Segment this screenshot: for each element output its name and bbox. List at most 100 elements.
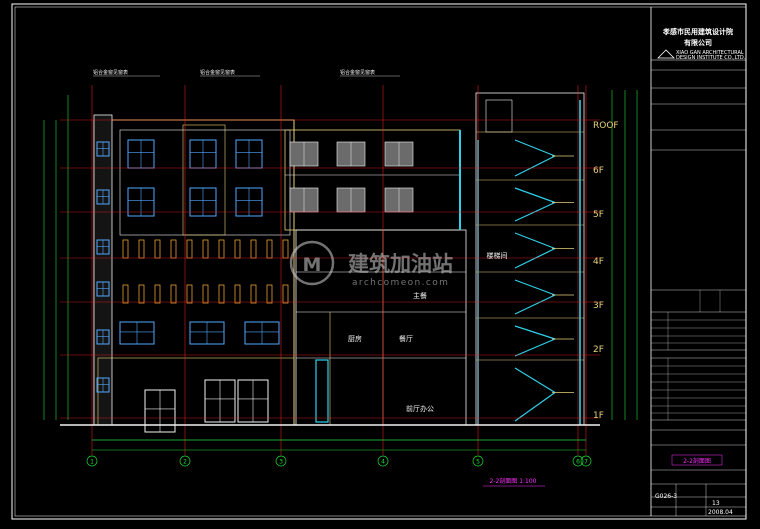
- slat-window-1-4: [186, 284, 193, 304]
- floor-label-roof: ROOF: [593, 121, 619, 131]
- drawing-inner-frame: [14, 6, 747, 517]
- axis-bubble-1: [86, 455, 98, 467]
- slat-window-1-6: [218, 284, 225, 304]
- svg-text:M: M: [303, 254, 322, 276]
- slat-window-1-1: [138, 284, 145, 304]
- room-label-office: 前厅办公: [406, 404, 434, 413]
- stair-flight-b-2: [514, 247, 556, 269]
- axis-grid: [60, 85, 600, 455]
- slat-window-0-8: [250, 239, 257, 259]
- window-17: [204, 379, 236, 423]
- window-16: [144, 389, 176, 433]
- slat-window-1-5: [202, 284, 209, 304]
- slat-window-0-7: [234, 239, 241, 259]
- room-label-hall: 餐厅: [399, 334, 413, 343]
- axis-bubble-3: [275, 455, 287, 467]
- left-dimension-chain: [43, 95, 69, 420]
- sheet-date: 2008.04: [708, 509, 733, 516]
- title-block: 孝感市民用建筑设计院 有限公司 XIAO GAN ARCHITECTURAL D…: [650, 7, 746, 516]
- company-name-en-2: DESIGN INSTITUTE CO.,LTD.: [676, 55, 746, 61]
- company-name-en-1: XIAO GAN ARCHITECTURAL: [676, 50, 744, 56]
- window-8: [189, 139, 217, 169]
- window-1: [96, 141, 110, 157]
- slat-window-1-2: [154, 284, 161, 304]
- top-note-1: 铝合金窗见窗表: [93, 69, 128, 76]
- floor-label-1f: 1F: [593, 411, 604, 421]
- watermark-text-en: archcomeon.com: [352, 278, 449, 288]
- window-15: [244, 321, 280, 345]
- axis-bubble-label-4: 4: [381, 459, 385, 466]
- top-note-2: 铝合金窗见窗表: [200, 69, 235, 76]
- sheet-id: G026-3: [655, 493, 677, 500]
- bottom-dimension-line: [92, 439, 586, 451]
- stair-flight-b-0: [514, 155, 556, 177]
- slat-window-0-2: [154, 239, 161, 259]
- stair-flight-a-5: [514, 367, 556, 394]
- room-label-stair: 楼梯间: [487, 251, 508, 260]
- slat-window-0-1: [138, 239, 145, 259]
- room-label-main: 主餐: [413, 291, 427, 300]
- axis-bubble-label-2: 2: [183, 459, 187, 466]
- axis-bubble-4: [377, 455, 389, 467]
- axis-bubble-label-1: 1: [90, 459, 94, 466]
- slat-window-1-8: [250, 284, 257, 304]
- window-12: [235, 187, 263, 217]
- section-caption: 2-2剖面图 1:100: [490, 477, 537, 485]
- watermark-text-cn: 建筑加油站: [348, 252, 453, 276]
- building-facade: [93, 114, 295, 426]
- stair-flight-b-5: [514, 392, 556, 422]
- slat-window-0-0: [122, 239, 129, 259]
- window-10: [127, 187, 155, 217]
- slat-window-0-10: [282, 239, 289, 259]
- room-label-kitchen: 厨房: [348, 334, 362, 343]
- window-7: [127, 139, 155, 169]
- window-6: [96, 377, 110, 393]
- window-3: [96, 239, 110, 255]
- stair-flight-a-0: [514, 139, 556, 157]
- floor-label-3f: 3F: [593, 301, 604, 311]
- right-dimension-chain: [611, 90, 638, 420]
- axis-bubble-5: [472, 455, 484, 467]
- stair-flight-b-3: [514, 294, 556, 315]
- window-11: [189, 187, 217, 217]
- stair-flights: [514, 139, 574, 422]
- stair-flight-b-1: [514, 201, 556, 222]
- stair-flight-b-4: [514, 338, 556, 357]
- slat-window-1-3: [170, 284, 177, 304]
- window-9: [235, 139, 263, 169]
- axis-bubble-label-3: 3: [279, 459, 283, 466]
- slat-window-1-7: [234, 284, 241, 304]
- floor-label-4f: 4F: [593, 257, 604, 267]
- axis-bubble-label-5: 5: [476, 459, 480, 466]
- axis-bubble-6: [572, 455, 584, 467]
- slat-window-1-0: [122, 284, 129, 304]
- window-18: [237, 379, 269, 423]
- slat-window-1-10: [282, 284, 289, 304]
- window-group: [96, 139, 414, 433]
- floor-label-6f: 6F: [593, 166, 604, 176]
- window-2: [96, 189, 110, 205]
- axis-bubble-label-6: 6: [576, 459, 580, 466]
- slat-window-0-6: [218, 239, 225, 259]
- title-caption-box: [671, 454, 723, 466]
- stair-flight-a-2: [514, 232, 556, 250]
- slat-window-1-9: [266, 284, 273, 304]
- axis-bubble-label-7: 7: [584, 459, 588, 466]
- company-name-2: 有限公司: [684, 38, 712, 47]
- company-logo-icon: [657, 49, 675, 59]
- slat-window-0-5: [202, 239, 209, 259]
- sheet-number: 13: [712, 500, 720, 507]
- window-4: [96, 281, 110, 297]
- watermark-logo-icon: [289, 240, 335, 286]
- stair-flight-a-4: [514, 325, 556, 340]
- title-section-caption: 2-2剖面图: [683, 457, 711, 465]
- stair-flight-a-3: [514, 279, 556, 296]
- watermark: M 建筑加油站 archcomeon.com: [289, 240, 453, 288]
- stair-flight-a-1: [514, 187, 556, 204]
- window-14: [189, 321, 225, 345]
- floor-labels: ROOF 6F 5F 4F 3F 2F 1F: [593, 121, 619, 421]
- window-13: [119, 321, 155, 345]
- axis-bubble-7: [580, 455, 592, 467]
